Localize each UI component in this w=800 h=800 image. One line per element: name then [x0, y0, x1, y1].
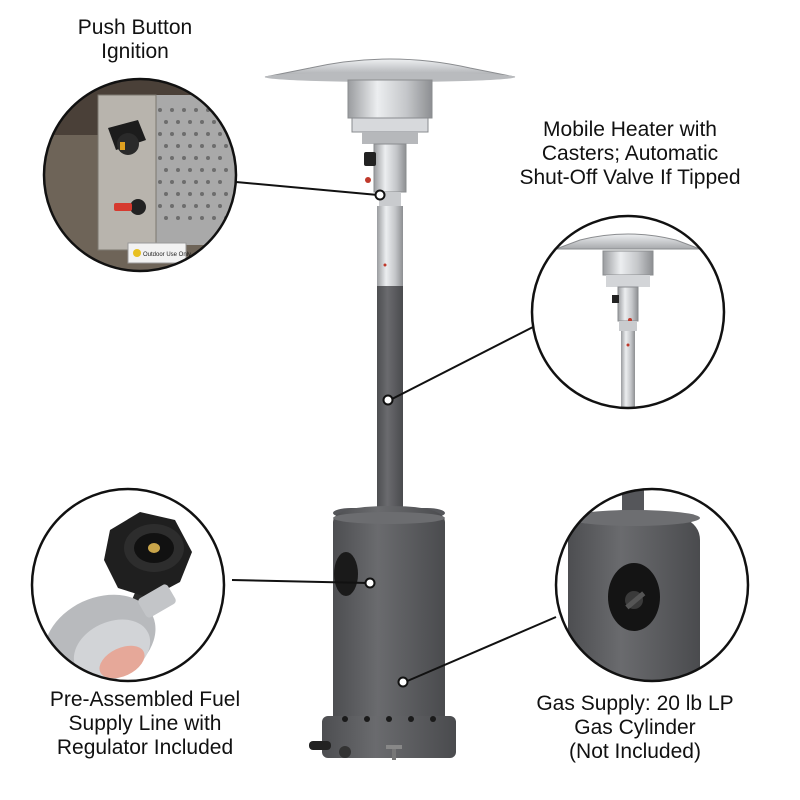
- detail-heater-top-circle: [530, 214, 726, 410]
- callout-leaders: [231, 181, 557, 688]
- callout-fuel-supply-line: Pre-Assembled Fuel Supply Line with Regu…: [49, 688, 241, 759]
- callout-push-button-ignition: Push Button Ignition: [77, 16, 193, 63]
- detail-fuel-regulator-circle: [30, 487, 226, 683]
- detail-ignition-circle: Outdoor Use Only: [42, 77, 238, 273]
- outdoor-use-sticker: Outdoor Use Only: [143, 252, 191, 258]
- callout-mobile-heater: Mobile Heater with Casters; Automatic Sh…: [519, 118, 741, 189]
- patio-heater: [264, 58, 516, 760]
- detail-gas-supply-circle: [554, 487, 750, 683]
- callout-gas-supply: Gas Supply: 20 lb LP Gas Cylinder (Not I…: [536, 692, 734, 763]
